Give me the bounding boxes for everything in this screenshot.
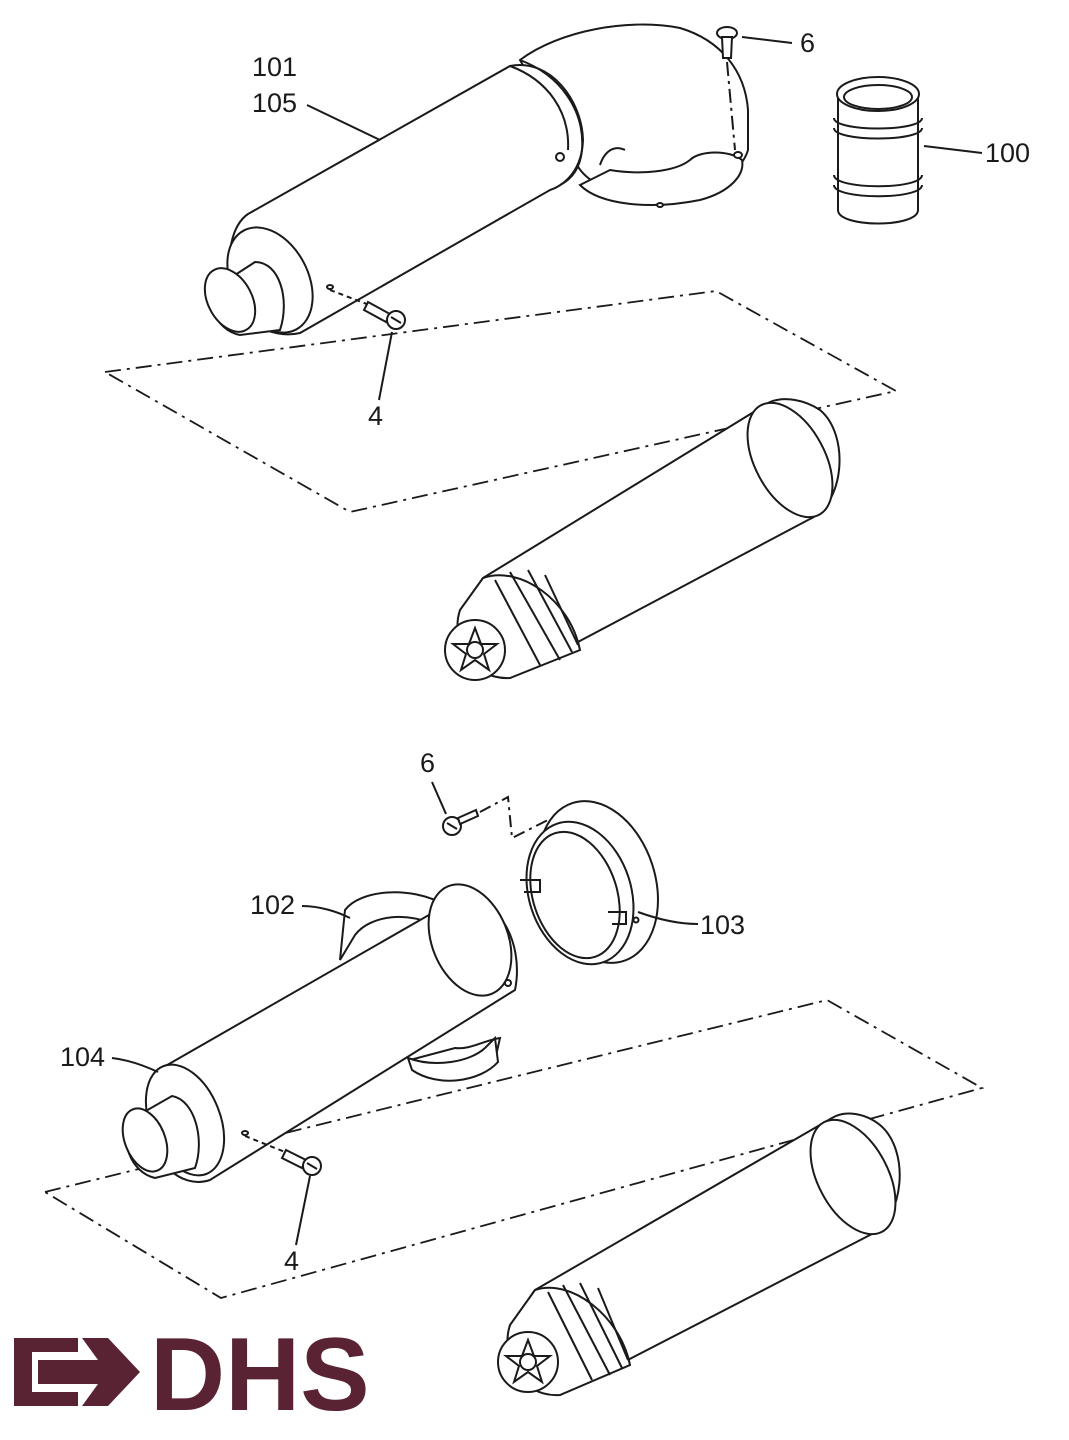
label-part-4-top: 4 — [368, 401, 383, 431]
screw-4-bottom — [244, 1135, 322, 1176]
screw-6-bottom — [442, 795, 549, 840]
screw-6-top — [716, 26, 738, 151]
arrow-logo-icon — [14, 1338, 140, 1406]
concentric-pipe-101 — [203, 59, 585, 337]
wall-rosette-103 — [520, 800, 659, 966]
screw-4-top — [329, 289, 406, 330]
label-part-104: 104 — [60, 1042, 105, 1072]
label-part-6-top: 6 — [800, 28, 815, 58]
callout-leaders — [111, 36, 983, 1246]
label-part-102: 102 — [250, 890, 295, 920]
concentric-pipe-104 — [121, 883, 518, 1183]
flue-terminal-bottom — [497, 1112, 901, 1397]
label-part-100: 100 — [985, 138, 1030, 168]
label-part-103: 103 — [700, 910, 745, 940]
label-part-6-bottom: 6 — [420, 748, 435, 778]
label-part-101: 101 — [252, 52, 297, 82]
dhs-logo-text: DHS — [150, 1317, 370, 1433]
assembly-plane-top — [102, 290, 899, 513]
coupling-sleeve-100 — [833, 76, 923, 225]
label-part-4-bottom: 4 — [284, 1246, 299, 1276]
flue-terminal-top — [444, 398, 841, 681]
dhs-logo: DHS — [14, 1317, 370, 1433]
label-part-105: 105 — [252, 88, 297, 118]
assembly-plane-bottom — [42, 999, 985, 1299]
